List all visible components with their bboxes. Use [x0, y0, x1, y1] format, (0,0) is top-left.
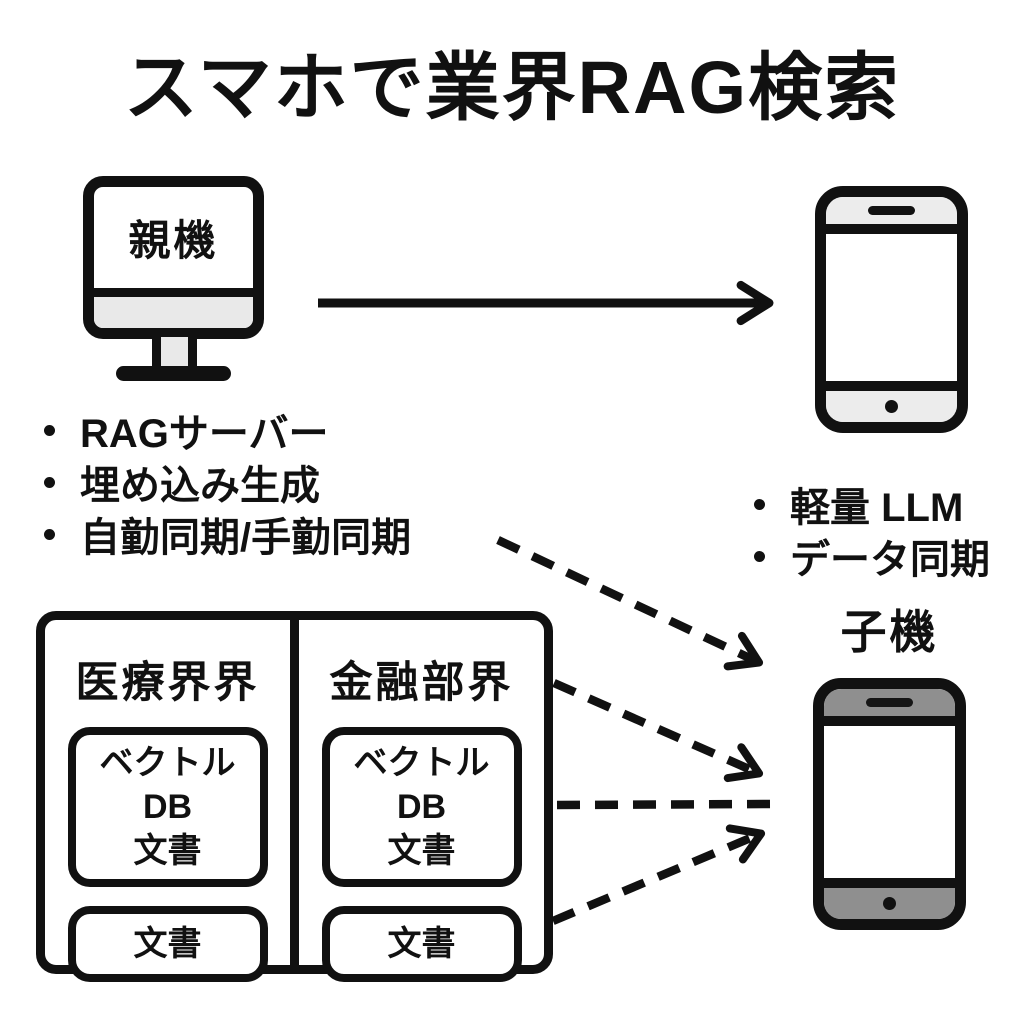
dashed-arrow-2 [552, 679, 764, 783]
document-box: 文書 [67, 906, 268, 982]
phone-screen [826, 234, 957, 381]
speaker-icon [868, 206, 915, 215]
smartphone-icon-top [815, 186, 968, 433]
industry-column-finance: 金融部界 ベクトルDB 文書 文書 [290, 620, 544, 982]
smartphone-icon-child [813, 678, 966, 930]
parent-machine-bullet-list: RAGサーバー 埋め込み生成 自勭同期/手勭同期 [44, 404, 411, 560]
bullet-dot-icon [44, 528, 55, 540]
phone-top-strip [824, 689, 955, 726]
home-button-icon [883, 897, 896, 910]
dashed-line-3 [556, 799, 771, 810]
vector-db-doc-label: 文書 [387, 832, 456, 870]
bullet-dot-icon [44, 424, 55, 436]
vector-db-box: ベクトルDB 文書 [321, 727, 522, 887]
column-header: 金融部界 [329, 659, 514, 707]
child-machine-label: 子機 [840, 606, 939, 658]
column-header: 医療界界 [75, 659, 260, 707]
document-box: 文書 [321, 906, 522, 982]
phone-top-strip [826, 197, 957, 234]
document-label: 文書 [133, 925, 202, 963]
monitor-chin [94, 288, 253, 328]
phone-bottom-strip [826, 381, 957, 422]
page-title: スマホで業界RAG検索 [123, 46, 901, 129]
list-item: 軽量 LLM [754, 478, 990, 530]
bullet-text: データ同期 [790, 538, 990, 582]
speaker-icon [866, 698, 913, 707]
bullet-dot-icon [44, 476, 55, 488]
dashed-arrow-4 [551, 824, 766, 925]
phone-bottom-strip [824, 878, 955, 919]
bullet-dot-icon [754, 498, 765, 510]
list-item: 埋め込み生成 [44, 456, 411, 508]
vector-db-doc-label: 文書 [133, 832, 202, 870]
bullet-text: RAGサーバー [80, 412, 329, 456]
phone-screen [824, 726, 955, 878]
bullet-dot-icon [754, 550, 765, 562]
desktop-monitor-icon: 親機 [83, 176, 264, 339]
list-item: データ同期 [754, 530, 990, 582]
list-item: RAGサーバー [44, 404, 411, 456]
home-button-icon [885, 400, 898, 413]
monitor-stand-base [116, 366, 231, 381]
vector-db-label: ベクトルDB [353, 744, 490, 826]
monitor-stand-neck [152, 337, 197, 368]
parent-machine-label: 親機 [128, 217, 219, 264]
industry-column-medical: 医療界界 ベクトルDB 文書 文書 [45, 620, 290, 982]
bullet-text: 自勭同期/手勭同期 [80, 516, 412, 560]
list-item: 自勭同期/手勭同期 [44, 508, 411, 560]
vector-db-box: ベクトルDB 文書 [67, 727, 268, 887]
bullet-text: 埋め込み生成 [80, 464, 320, 508]
phone-top-bullet-list: 軽量 LLM データ同期 [754, 478, 990, 582]
vector-db-label: ベクトルDB [99, 744, 236, 826]
bullet-text: 軽量 LLM [790, 486, 964, 530]
industry-box: 医療界界 ベクトルDB 文書 文書 金融部界 ベクトルDB 文書 文書 [36, 611, 553, 982]
document-label: 文書 [387, 925, 456, 963]
